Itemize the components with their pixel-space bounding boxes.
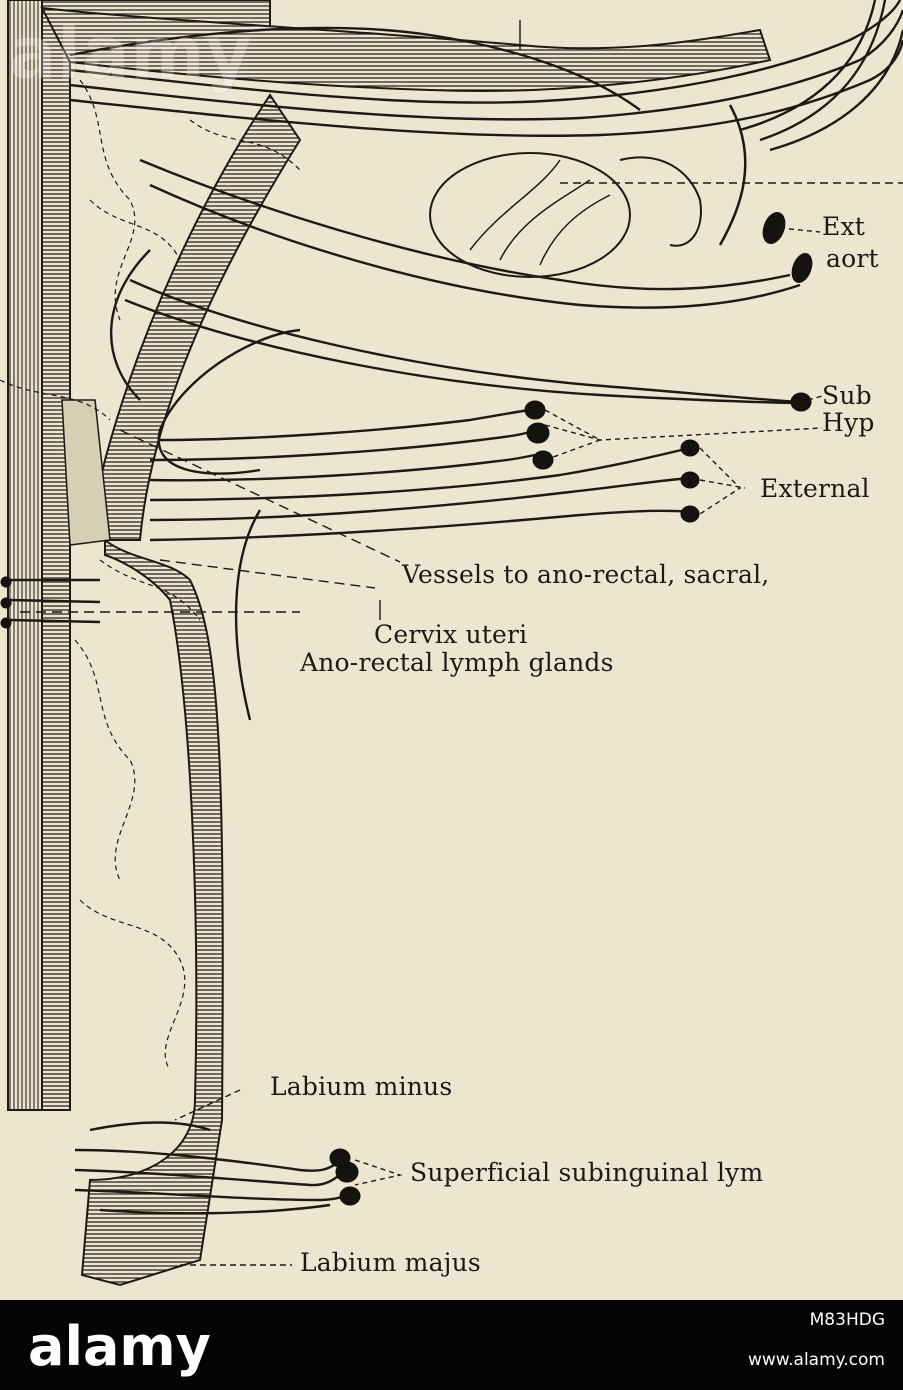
ovary	[429, 104, 747, 278]
label-superficial-subinguinal: Superficial subinguinal lym	[410, 1158, 764, 1187]
alamy-logo: alamy	[28, 1315, 211, 1378]
label-hyp: Hyp	[822, 408, 875, 437]
label-vessels: Vessels to ano-rectal, sacral,	[402, 560, 770, 589]
label-ext-aortic-2: aort	[826, 244, 879, 273]
lymph-glands	[0, 212, 813, 1206]
center-watermark: alamy	[8, 11, 253, 96]
label-ano-rectal-glands: Ano-rectal lymph glands	[300, 648, 614, 677]
vaginal-wall	[7, 0, 772, 1111]
label-labium-minus: Labium minus	[270, 1072, 453, 1101]
watermark-bar	[0, 1300, 903, 1390]
label-sub: Sub	[822, 381, 872, 410]
lymphatics-diagram	[0, 0, 903, 1287]
label-external: External	[760, 474, 870, 503]
label-cervix-uteri: Cervix uteri	[374, 620, 528, 649]
watermark-url: www.alamy.com	[747, 1350, 885, 1370]
label-labium-majus: Labium majus	[300, 1248, 481, 1277]
leader-lines	[20, 20, 903, 1266]
anatomical-figure: Ext aort Sub Hyp External Vessels to ano…	[0, 0, 903, 1287]
image-id: M83HDG	[809, 1310, 885, 1330]
svg-text:alamy: alamy	[28, 1315, 211, 1378]
lymph-vessels	[9, 0, 903, 1215]
svg-text:alamy: alamy	[8, 11, 252, 95]
label-ext-aortic-1: Ext	[822, 212, 865, 241]
fine-lymphatics	[0, 79, 301, 1071]
offpage-vessels	[739, 0, 903, 152]
uterus-band	[61, 93, 302, 1287]
